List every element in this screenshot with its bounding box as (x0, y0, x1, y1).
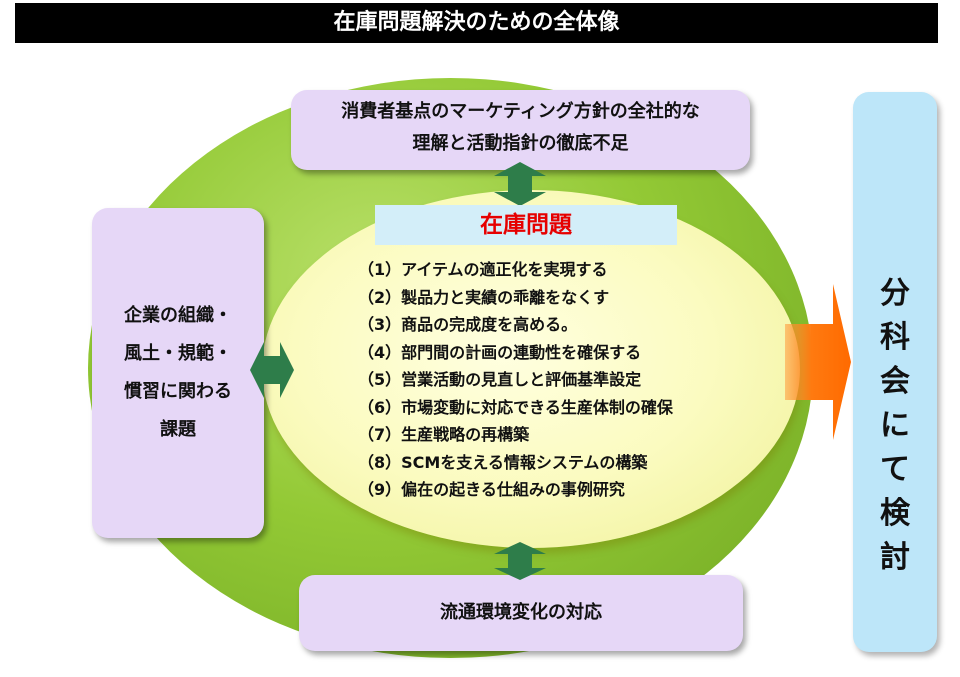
right-char-2: 科 (880, 320, 910, 355)
left-issue-line-2: 風土・規範・ (124, 343, 232, 364)
right-char-6: 検 (880, 496, 910, 531)
right-conclusion-text: 分 科 会 に て 検 討 (853, 272, 937, 580)
top-issue-line-1: 消費者基点のマーケティング方針の全社的な (341, 101, 700, 122)
right-conclusion-box: 分 科 会 に て 検 討 (853, 92, 937, 652)
issue-item-2: （2）製品力と実績の乖離をなくす (358, 287, 610, 307)
issue-item-8: （8）SCMを支える情報システムの構築 (358, 452, 648, 472)
left-issue-line-3: 慣習に関わる (124, 381, 232, 402)
top-issue-line-2: 理解と活動指針の徹底不足 (412, 133, 629, 154)
issue-item-7: （7）生産戦略の再構築 (358, 425, 530, 444)
right-char-7: 討 (880, 540, 910, 575)
right-char-3: 会 (880, 364, 910, 399)
issue-item-6: （6）市場変動に対応できる生産体制の確保 (358, 397, 673, 417)
right-char-5: て (880, 452, 910, 487)
orange-right-arrow-icon (785, 284, 851, 440)
left-issue-box: 企業の組織・ 風土・規範・ 慣習に関わる 課題 (92, 208, 264, 538)
bottom-issue-box: 流通環境変化の対応 (299, 575, 743, 651)
bottom-double-arrow-icon (494, 542, 546, 580)
left-issue-line-4: 課題 (160, 419, 196, 440)
inner-issue-ellipse (262, 190, 800, 548)
issue-item-3: （3）商品の完成度を高める。 (358, 315, 578, 334)
top-double-arrow-icon (494, 162, 546, 206)
issue-list: （1）アイテムの適正化を実現する （2）製品力と実績の乖離をなくす （3）商品の… (358, 256, 778, 504)
right-char-1: 分 (880, 276, 910, 311)
issue-item-5: （5）営業活動の見直しと評価基準設定 (358, 370, 642, 389)
left-double-arrow-icon (250, 342, 294, 398)
page-title: 在庫問題解決のための全体像 (15, 3, 938, 43)
right-char-4: に (880, 408, 910, 443)
top-issue-box: 消費者基点のマーケティング方針の全社的な 理解と活動指針の徹底不足 (291, 90, 750, 170)
issue-item-4: （4）部門間の計画の連動性を確保する (358, 342, 642, 362)
issue-item-1: （1）アイテムの適正化を実現する (358, 260, 608, 279)
left-issue-line-1: 企業の組織・ (124, 305, 232, 326)
inventory-issue-title: 在庫問題 (375, 205, 677, 245)
issue-item-9: （9）偏在の起きる仕組みの事例研究 (358, 480, 625, 499)
